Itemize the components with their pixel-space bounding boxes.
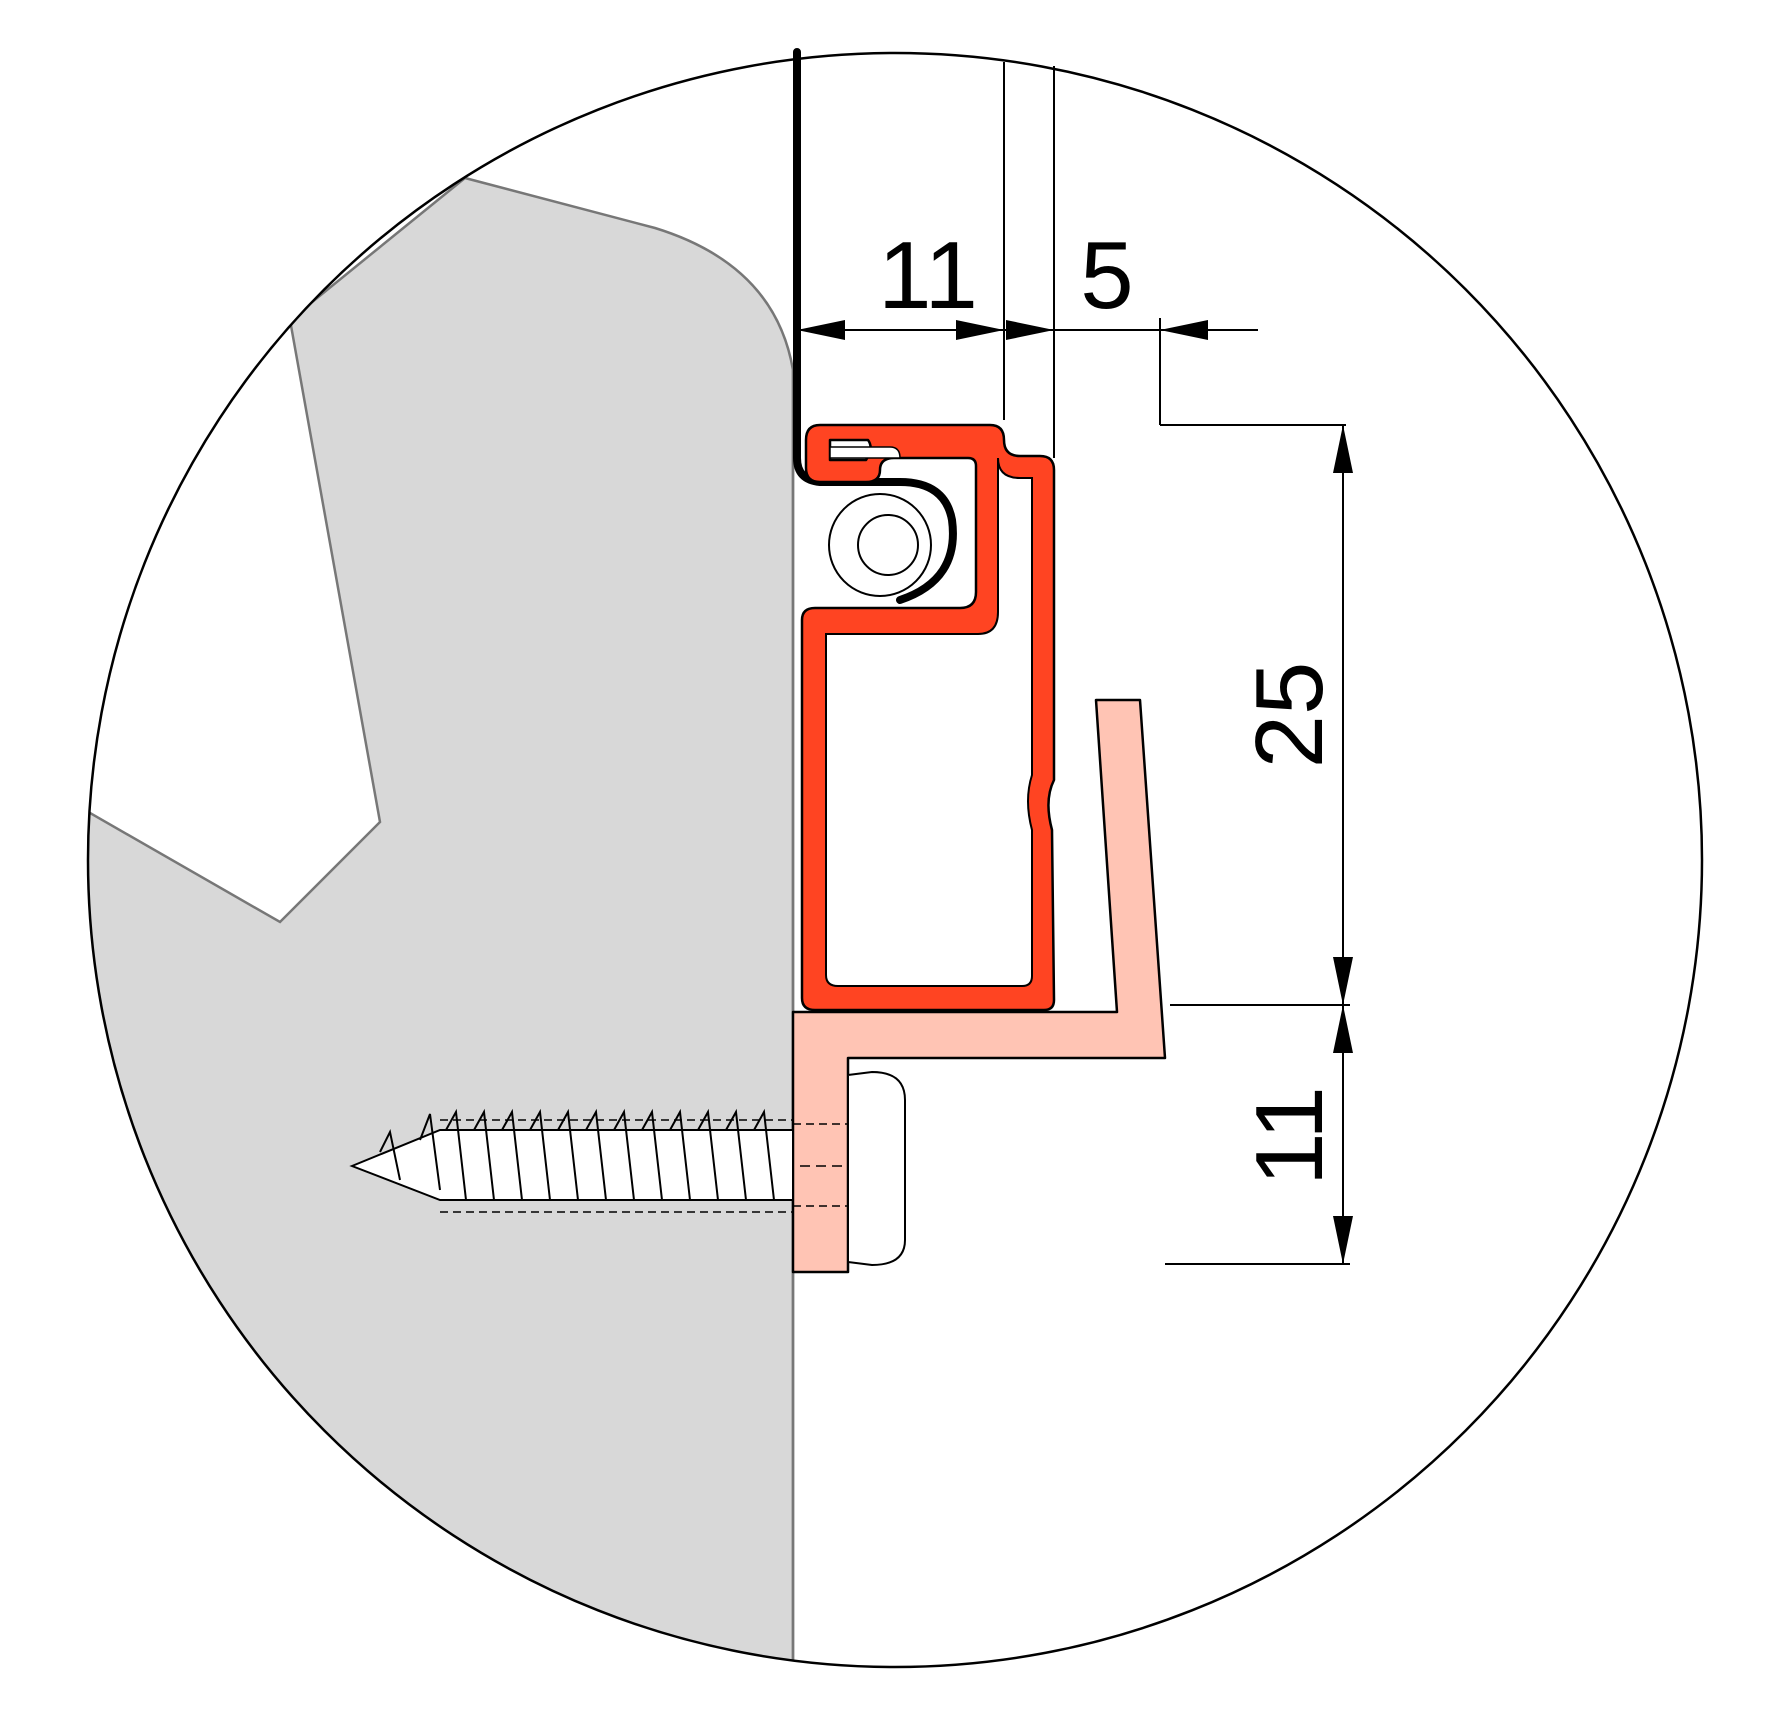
dimension-vertical bbox=[1160, 424, 1353, 1265]
screw-head bbox=[847, 1070, 906, 1267]
panel-edge bbox=[793, 48, 957, 604]
dim-label-top-gap: 5 bbox=[1080, 222, 1133, 329]
profile-cavity bbox=[825, 457, 1033, 987]
mounting-bracket bbox=[791, 698, 1167, 1274]
dim-label-vertical-main: 25 bbox=[1236, 662, 1343, 769]
wall-section bbox=[88, 53, 795, 1667]
profile-hook-gap bbox=[829, 446, 901, 459]
seal-core bbox=[857, 514, 919, 576]
dim-label-vertical-lower: 11 bbox=[1236, 1086, 1343, 1186]
detail-circle bbox=[86, 51, 1704, 1669]
wall-fill bbox=[88, 53, 795, 1667]
screw bbox=[349, 1108, 848, 1213]
dimension-horizontal bbox=[797, 318, 1258, 425]
dim-label-top-width: 11 bbox=[878, 222, 978, 329]
